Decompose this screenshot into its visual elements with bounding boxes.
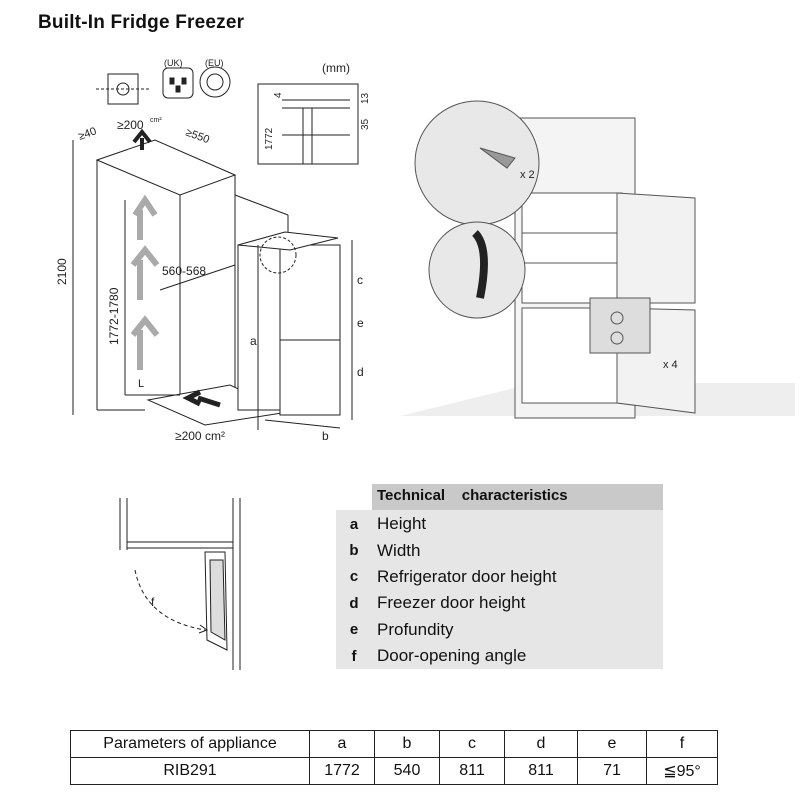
parameters-cell: 71 xyxy=(577,757,647,785)
technical-label: Refrigerator door height xyxy=(377,566,557,586)
eu-label: (EU) xyxy=(205,58,224,68)
dim-13: 13 xyxy=(360,92,371,104)
parameters-cell: 540 xyxy=(374,757,440,785)
technical-row: e Profundity xyxy=(336,616,663,643)
parameters-cell: 811 xyxy=(504,757,578,785)
x4-label: x 4 xyxy=(663,359,678,371)
technical-header: Technical characteristics xyxy=(372,484,663,510)
technical-label: Height xyxy=(377,514,427,534)
technical-label: Width xyxy=(377,540,421,560)
technical-key: a xyxy=(349,515,359,533)
x2-label: x 2 xyxy=(520,169,535,181)
dim-b: b xyxy=(322,429,329,443)
technical-label: Door-opening angle xyxy=(377,646,527,666)
technical-key: c xyxy=(349,568,359,586)
technical-key: d xyxy=(349,594,359,612)
parameters-header-cell: e xyxy=(577,730,647,758)
technical-row: d Freezer door height xyxy=(336,590,663,617)
parameters-cell: RIB291 xyxy=(70,757,310,785)
dim-2100: 2100 xyxy=(55,258,69,285)
technical-label: Profundity xyxy=(377,619,454,639)
dim-e: e xyxy=(357,316,364,330)
mm-label: (mm) xyxy=(322,61,350,75)
parameters-cell: 811 xyxy=(439,757,505,785)
technical-key: b xyxy=(349,542,359,560)
dim-35: 35 xyxy=(360,118,371,130)
dim-a: a xyxy=(250,334,257,348)
vent-top-unit: cm² xyxy=(150,117,162,124)
technical-row: a Height xyxy=(336,511,663,538)
technical-key: f xyxy=(351,647,357,665)
parameters-cell: ≦95° xyxy=(646,757,718,785)
parameters-header-cell: f xyxy=(646,730,718,758)
dim-L: L xyxy=(138,378,144,390)
parameters-header-cell: Parameters of appliance xyxy=(70,730,310,758)
parameters-cell: 1772 xyxy=(309,757,375,785)
uk-label: (UK) xyxy=(164,58,183,68)
technical-row: b Width xyxy=(336,537,663,564)
page-title: Built-In Fridge Freezer xyxy=(38,12,245,33)
parameters-header-cell: b xyxy=(374,730,440,758)
technical-label: Freezer door height xyxy=(377,593,526,613)
dim-f: f xyxy=(151,595,155,609)
installation-diagram: (UK) (EU) 2100 1772-1780 560-568 ≥40 ≥55… xyxy=(55,58,371,443)
technical-row: c Refrigerator door height xyxy=(336,563,663,591)
vent-bottom-label: ≥200 cm² xyxy=(175,429,225,443)
eu-socket-icon xyxy=(199,66,231,98)
dim-550: ≥550 xyxy=(184,127,211,147)
parameters-header-cell: d xyxy=(504,730,578,758)
technical-row: f Door-opening angle xyxy=(336,642,663,670)
vent-top-label: ≥200 xyxy=(117,118,144,132)
dim-4: 4 xyxy=(273,92,284,98)
uk-socket-icon xyxy=(162,67,194,99)
dim-560-568: 560-568 xyxy=(162,264,206,278)
dim-c: c xyxy=(357,273,363,287)
parameters-header-cell: a xyxy=(309,730,375,758)
dim-40: ≥40 xyxy=(77,125,98,143)
dim-1772: 1772 xyxy=(264,127,275,150)
parameters-header-cell: c xyxy=(439,730,505,758)
door-fitting-diagram: x 2 x 4 xyxy=(400,100,795,419)
dim-d: d xyxy=(357,365,364,379)
technical-key: e xyxy=(349,621,359,639)
door-opening-diagram: f xyxy=(119,498,241,670)
dim-1772-1780: 1772-1780 xyxy=(107,287,121,345)
